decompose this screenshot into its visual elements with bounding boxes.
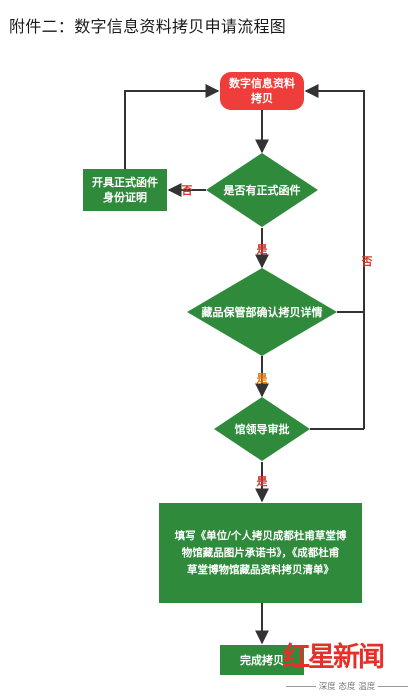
watermark-dash-right bbox=[378, 685, 408, 687]
label-letter-yes: 是 bbox=[256, 243, 268, 256]
fill-forms-node: 填写《单位/个人拷贝成都杜甫草堂博 物馆藏品图片承诺书》，《成都杜甫 草堂博物馆… bbox=[159, 503, 362, 603]
connector-side-to-start bbox=[124, 84, 220, 169]
decision-confirm-text: 藏品保管部确认拷贝详情 bbox=[201, 306, 323, 319]
decision-diamond-confirm bbox=[187, 268, 337, 356]
decision-diamond-approve bbox=[214, 397, 310, 461]
decision-diamond-letter bbox=[206, 153, 318, 227]
label-letter-no: 否 bbox=[181, 184, 193, 197]
connector-loop-back bbox=[304, 84, 365, 313]
label-confirm-yes: 是 bbox=[256, 372, 268, 385]
decision-approve-text: 馆领导审批 bbox=[234, 423, 290, 436]
page-title: 附件二：数字信息资料拷贝申请流程图 bbox=[9, 17, 287, 36]
watermark-tagline: 深度 态度 温度 bbox=[318, 682, 376, 692]
watermark-tagline-row: 深度 态度 温度 bbox=[283, 679, 411, 693]
fill-forms-line3: 草堂博物馆藏品资料拷贝清单》 bbox=[187, 563, 334, 576]
provide-letter-line1: 开具正式函件 bbox=[92, 176, 158, 189]
watermark-logo: 红星新闻 bbox=[283, 642, 385, 673]
start-node-line2: 拷贝 bbox=[251, 92, 273, 105]
done-node: 完成拷贝 bbox=[220, 645, 304, 675]
start-node-line1: 数字信息资料 bbox=[229, 77, 295, 90]
provide-letter-node: 开具正式函件 身份证明 bbox=[83, 169, 167, 211]
watermark-dash-left bbox=[286, 685, 316, 687]
label-loop-no: 否 bbox=[361, 255, 373, 268]
start-node: 数字信息资料 拷贝 bbox=[220, 72, 304, 110]
provide-letter-line2: 身份证明 bbox=[103, 191, 147, 204]
fill-forms-line2: 物馆藏品图片承诺书》，《成都杜甫 bbox=[181, 546, 340, 559]
decision-letter-text: 是否有正式函件 bbox=[223, 184, 301, 197]
fill-forms-line1: 填写《单位/个人拷贝成都杜甫草堂博 bbox=[174, 529, 347, 542]
label-approve-yes: 是 bbox=[256, 475, 268, 488]
